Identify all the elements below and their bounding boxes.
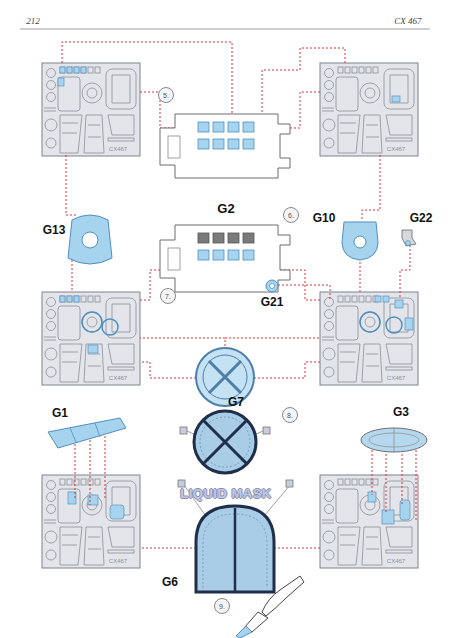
part-number: G2 bbox=[217, 202, 234, 215]
fret-sheet bbox=[42, 292, 140, 385]
fret-code: CX467 bbox=[387, 146, 405, 152]
header-rule bbox=[20, 29, 430, 30]
g10-part bbox=[342, 222, 378, 260]
fret-code: CX467 bbox=[109, 146, 127, 152]
step-number: 7. bbox=[160, 288, 176, 304]
step-label: 6. bbox=[288, 212, 294, 219]
step-number: 8. bbox=[282, 407, 298, 423]
part-number: G6 bbox=[162, 576, 178, 588]
g22-part bbox=[402, 230, 416, 246]
photo-etch-frets bbox=[42, 63, 418, 568]
g21-part bbox=[266, 280, 278, 292]
fret-sheet bbox=[320, 63, 418, 156]
leader-lines bbox=[62, 42, 416, 548]
g3-part bbox=[361, 428, 427, 452]
round-window-part bbox=[196, 348, 254, 406]
g7-mask bbox=[180, 411, 270, 473]
cockpit-panel-part bbox=[160, 114, 290, 178]
step-number: 5. bbox=[158, 87, 174, 103]
step-label: 8. bbox=[287, 412, 293, 419]
step-number: 9. bbox=[214, 598, 230, 614]
g13-part bbox=[68, 215, 112, 264]
fret-sheet bbox=[42, 475, 140, 568]
fret-highlights bbox=[58, 67, 413, 524]
page-number: 212 bbox=[26, 17, 40, 26]
part-number: G7 bbox=[228, 396, 244, 408]
step-label: 5. bbox=[163, 92, 169, 99]
sheet-code: CX 467 bbox=[394, 17, 421, 26]
fret-sheet bbox=[320, 475, 418, 568]
g6-mask bbox=[178, 480, 293, 592]
fret-code: CX467 bbox=[109, 558, 127, 564]
part-number: G13 bbox=[43, 224, 66, 236]
part-number: G10 bbox=[313, 212, 336, 224]
mask-note: LIQUID MASK bbox=[180, 487, 271, 500]
cockpit-panel-part bbox=[160, 225, 290, 292]
step-label: 9. bbox=[219, 603, 225, 610]
step-number: 6. bbox=[283, 207, 299, 223]
part-number: G3 bbox=[393, 406, 409, 418]
fret-code: CX467 bbox=[387, 558, 405, 564]
fret-code: CX467 bbox=[387, 375, 405, 381]
fret-sheet bbox=[42, 63, 140, 156]
part-number: G21 bbox=[261, 296, 284, 308]
brush-illustration bbox=[236, 576, 304, 638]
part-number: G1 bbox=[52, 407, 68, 419]
fret-code: CX467 bbox=[109, 375, 127, 381]
g1-part bbox=[48, 418, 126, 448]
fret-sheet bbox=[320, 292, 418, 385]
part-number: G22 bbox=[410, 212, 433, 224]
step-label: 7. bbox=[165, 293, 171, 300]
